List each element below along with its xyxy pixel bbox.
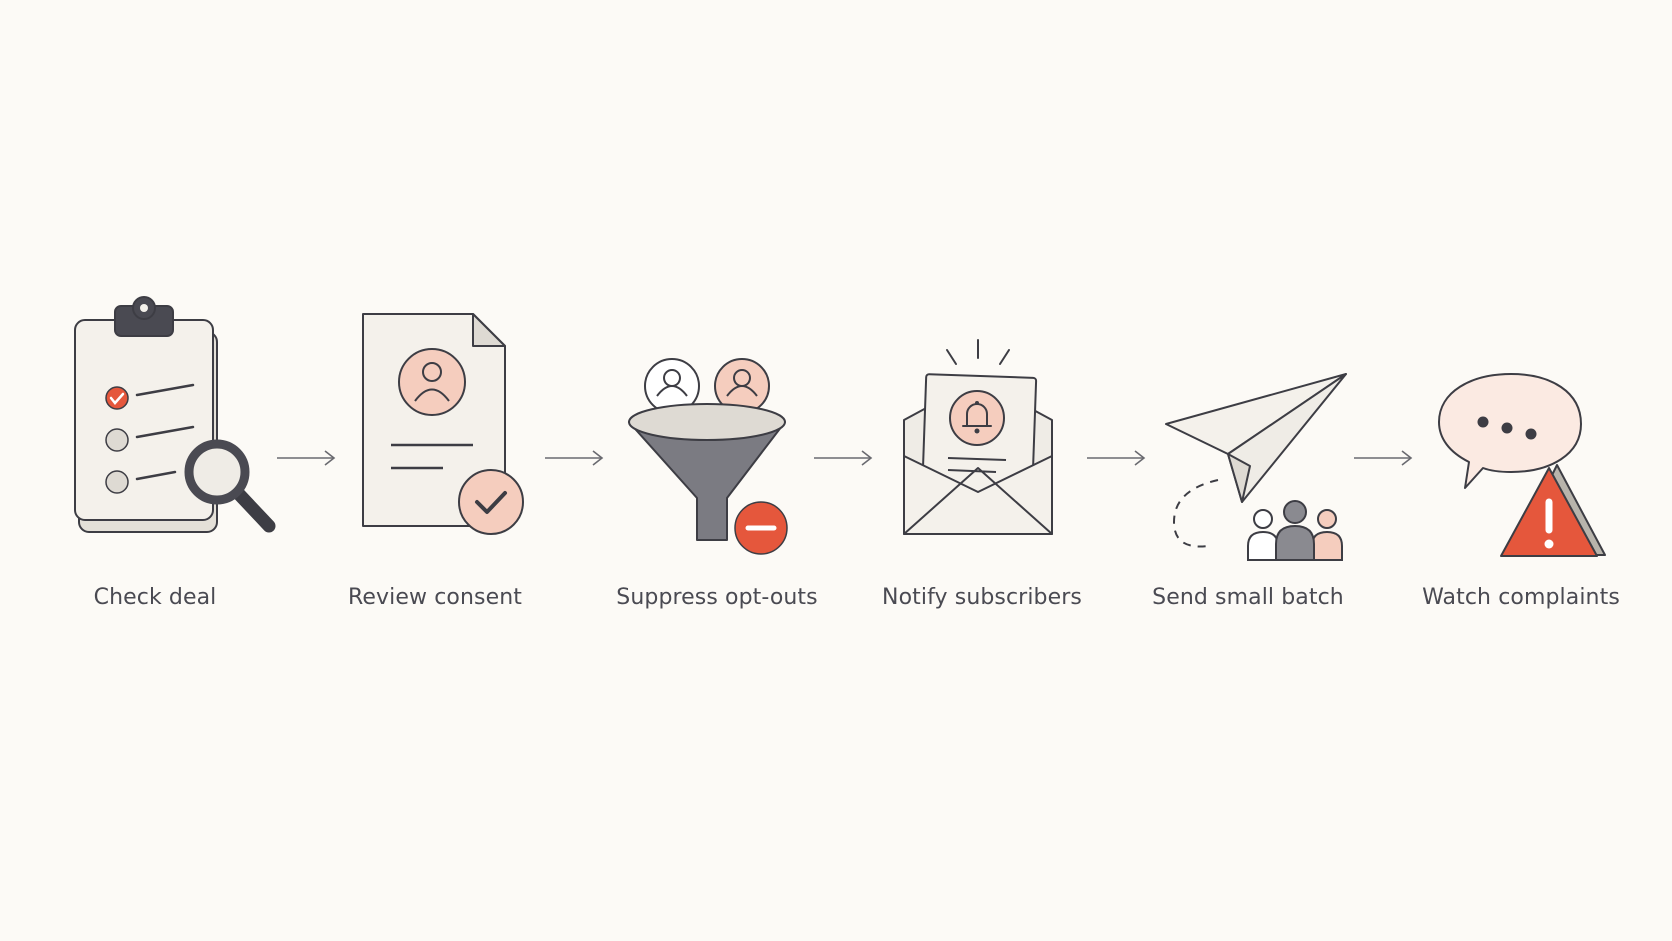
arrow-right-icon — [277, 450, 336, 466]
envelope-bell-icon — [903, 339, 1053, 535]
step-watch-complaints: Watch complaints — [1411, 290, 1631, 620]
step-label: Watch complaints — [1422, 585, 1620, 610]
arrow-right-icon — [1354, 450, 1413, 466]
step-review-consent: Review consent — [325, 290, 545, 620]
document-person-check-icon — [362, 313, 524, 535]
paper-plane-group-icon — [1165, 373, 1347, 561]
step-check-deal: Check deal — [45, 290, 276, 620]
arrow-right-icon — [1087, 450, 1146, 466]
step-label: Notify subscribers — [882, 585, 1082, 610]
step-label: Send small batch — [1152, 585, 1344, 610]
clipboard-magnifier-icon — [74, 296, 276, 533]
step-label: Review consent — [348, 585, 522, 610]
step-notify-subscribers: Notify subscribers — [872, 290, 1092, 620]
step-suppress-opt-outs: Suppress opt-outs — [607, 290, 827, 620]
step-label: Check deal — [93, 585, 217, 610]
step-label: Suppress opt-outs — [616, 585, 818, 610]
chat-warning-icon — [1438, 373, 1606, 557]
step-send-small-batch: Send small batch — [1138, 290, 1358, 620]
arrow-right-icon — [545, 450, 604, 466]
arrow-right-icon — [814, 450, 873, 466]
funnel-minus-icon — [628, 358, 788, 555]
